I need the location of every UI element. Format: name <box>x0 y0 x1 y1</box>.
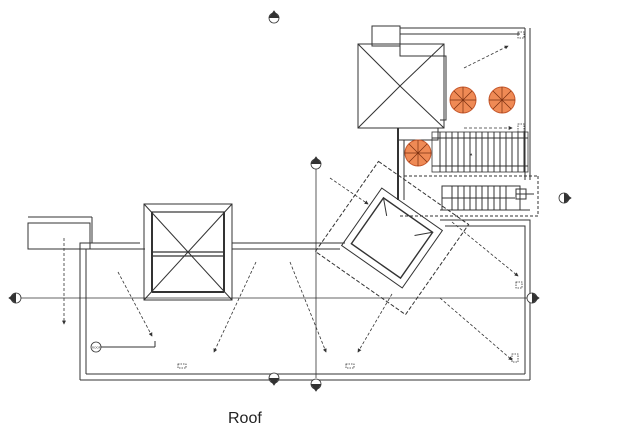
hipped-roof-northeast <box>357 25 447 129</box>
hipped-roof-west <box>143 203 233 301</box>
section-marker <box>310 378 322 392</box>
sun-umbrellas <box>404 86 516 167</box>
terrace-outline <box>400 175 539 217</box>
rotated-roof-element <box>314 160 470 316</box>
section-marker <box>268 372 280 386</box>
scuppers <box>177 31 525 369</box>
drawing-title: Roof <box>228 410 262 427</box>
roof-outline-west <box>79 242 530 381</box>
sun-umbrella <box>449 86 477 114</box>
slope-arrows <box>62 45 519 361</box>
stair-direction-label: ▲ <box>470 152 473 156</box>
section-markers <box>8 10 572 392</box>
level-marker <box>90 341 102 353</box>
roof-shaft <box>397 127 439 200</box>
roof-projection-box <box>27 216 93 250</box>
section-marker <box>8 292 22 304</box>
sun-umbrella <box>488 86 516 114</box>
grid-lines <box>16 164 538 378</box>
sun-umbrella <box>404 139 432 167</box>
stair <box>441 185 534 211</box>
roof-outline-east <box>400 27 531 380</box>
drain-line <box>96 341 156 348</box>
level-marker-label: ROOF <box>92 346 101 350</box>
section-marker <box>526 292 540 304</box>
section-marker <box>268 10 280 24</box>
pergola <box>431 131 529 173</box>
section-marker <box>558 192 572 204</box>
section-marker <box>310 156 322 170</box>
